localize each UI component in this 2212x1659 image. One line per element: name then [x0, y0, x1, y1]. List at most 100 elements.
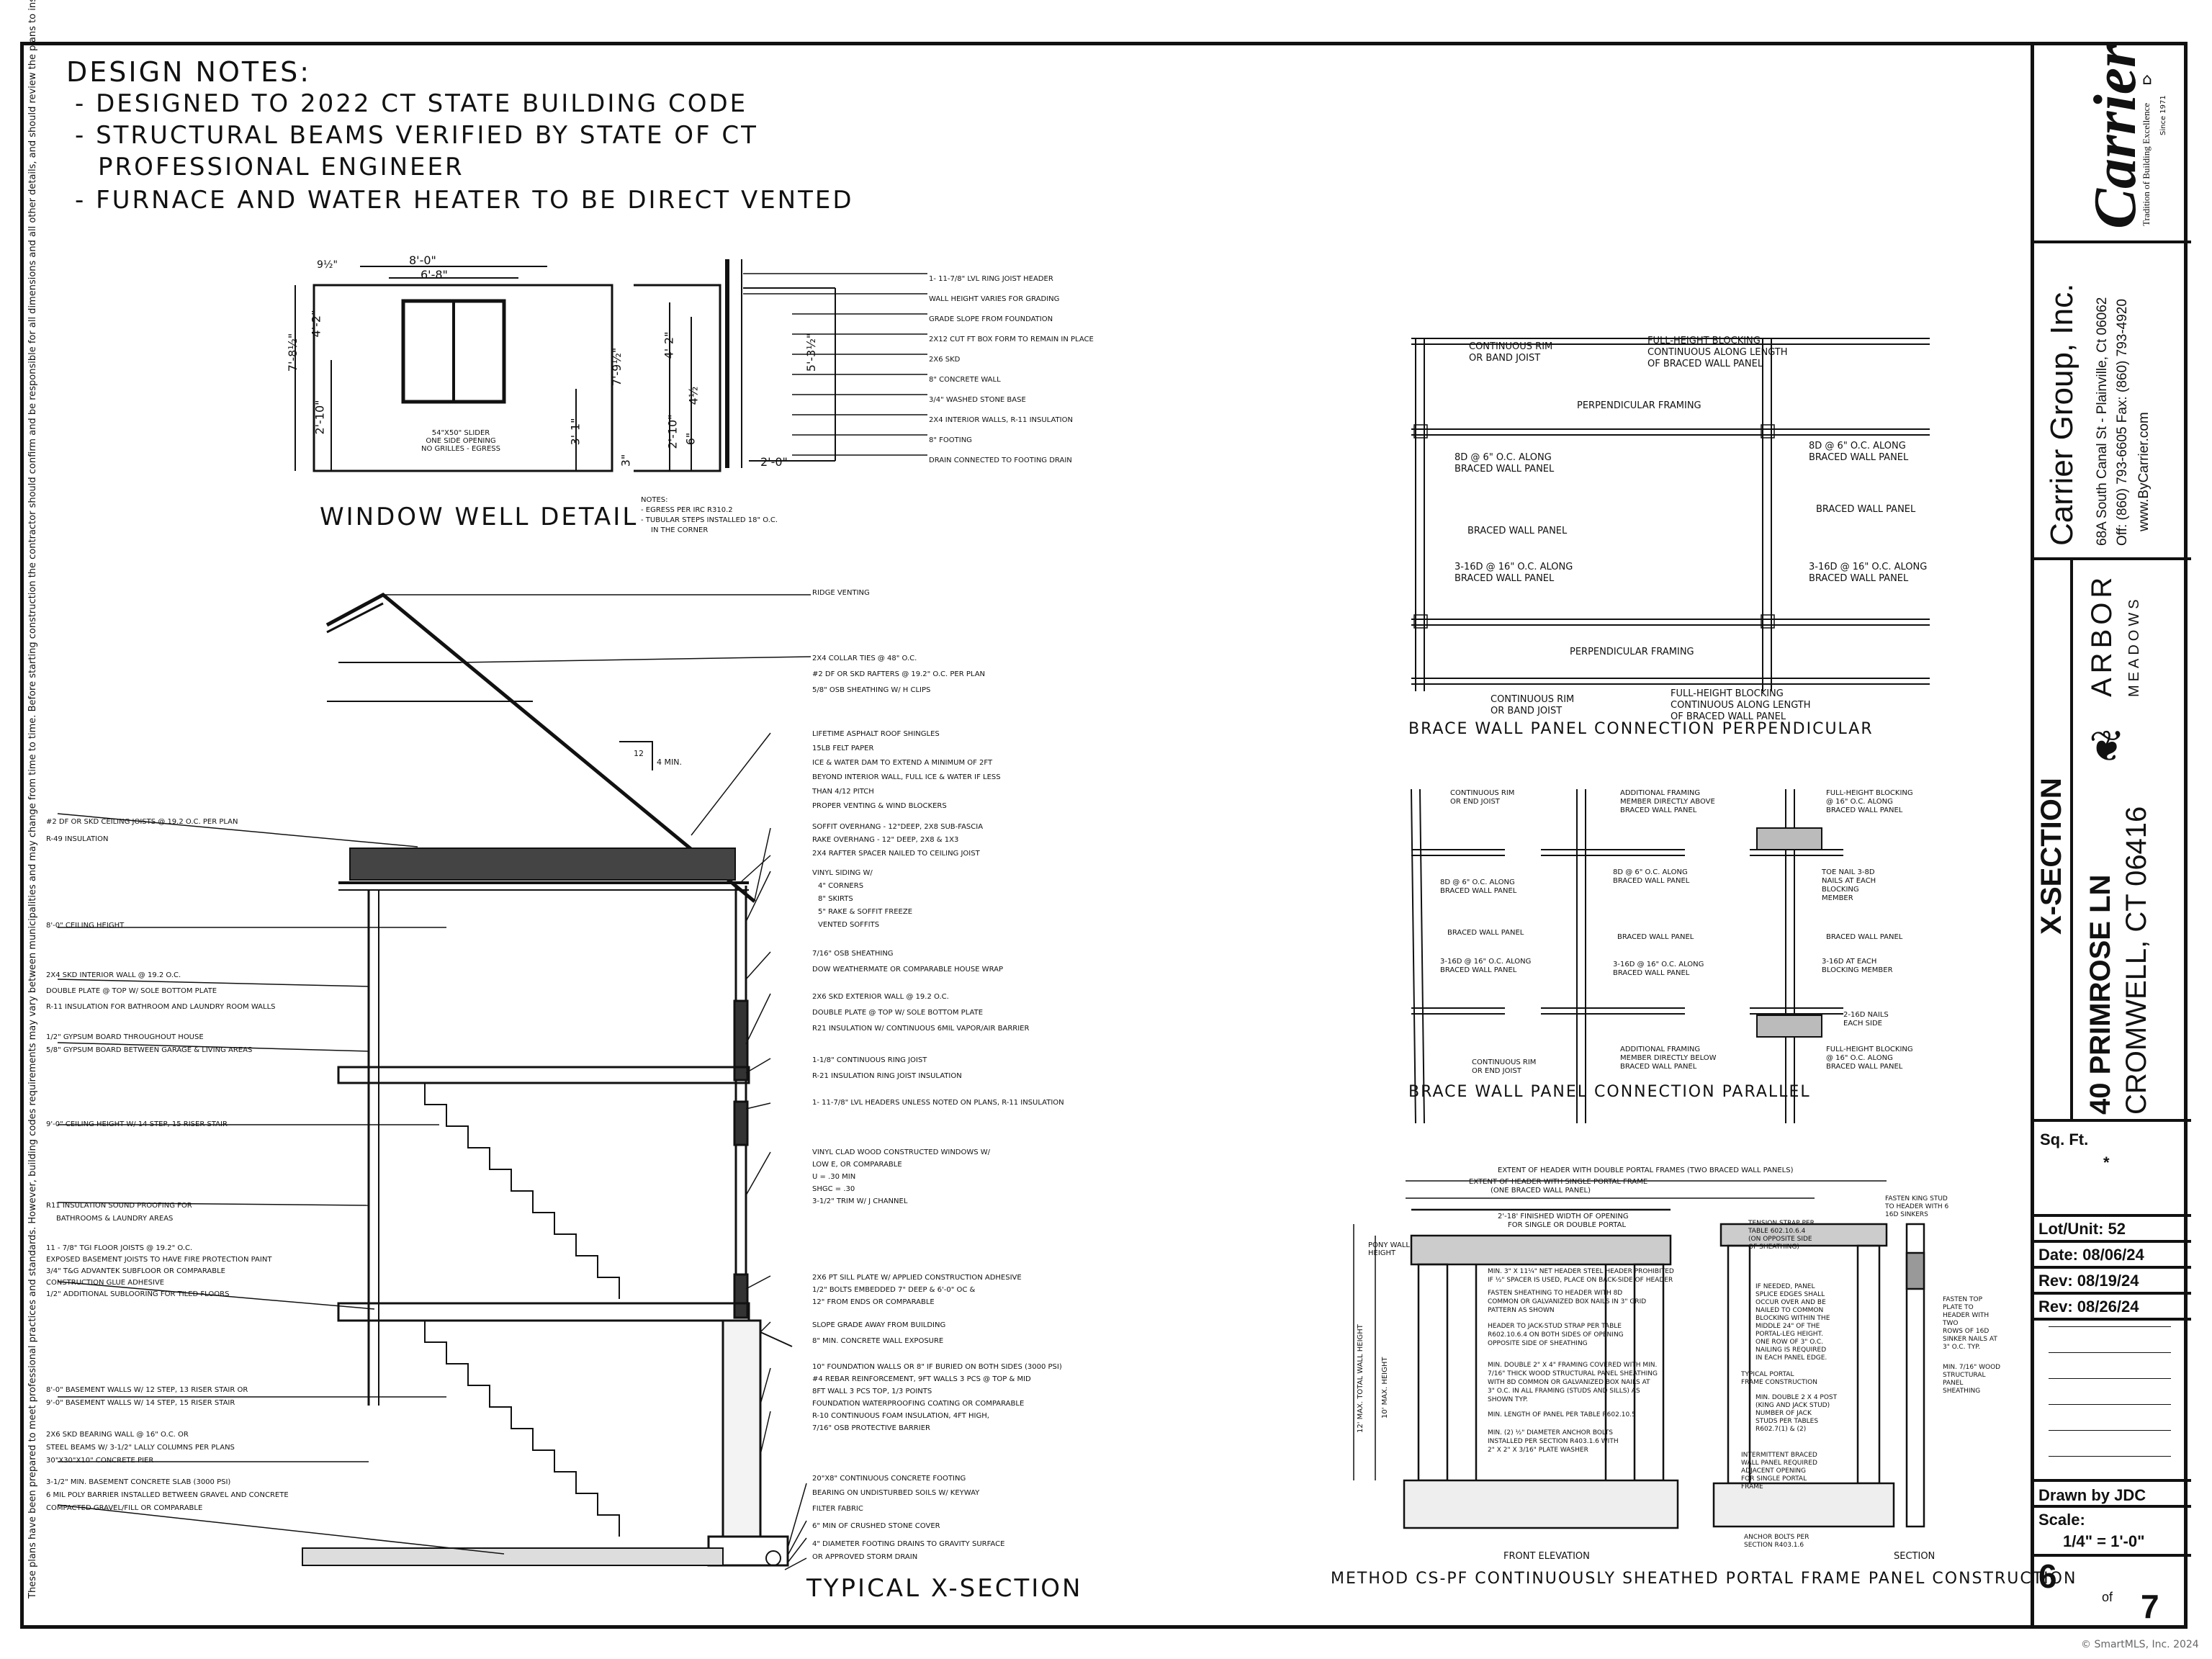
- sqft-value: *: [2103, 1154, 2110, 1172]
- bp-bwp-left: BRACED WALL PANEL: [1467, 526, 1568, 536]
- date-cell: Date: 08/06/24: [2034, 1243, 2191, 1269]
- ww-notes: NOTES: - EGRESS PER IRC R310.2 - TUBULAR…: [641, 496, 778, 534]
- sheet-number-cell: 6 of 7: [2034, 1557, 2191, 1629]
- pf-max-height: 10' MAX. HEIGHT: [1381, 1357, 1389, 1419]
- scale-cell: Scale: 1/4" = 1'-0": [2034, 1508, 2191, 1557]
- xs-l-floor-joists: 11 - 7/8" TGI FLOOR JOISTS @ 19.2" O.C.E…: [46, 1244, 272, 1298]
- sheet-of: of: [2102, 1590, 2113, 1604]
- bpar-c3-2: BRACED WALL PANEL: [1826, 933, 1903, 941]
- xs-r-soffit: SOFFIT OVERHANG - 12"DEEP, 2X8 SUB-FASCI…: [812, 823, 984, 844]
- window-well-section: [634, 284, 721, 472]
- ww-dim-4half: 4½: [686, 386, 701, 405]
- portal-section: SECTION: [1894, 1551, 1936, 1562]
- watermark: © SmartMLS, Inc. 2024: [2081, 1639, 2199, 1650]
- xs-l-ceiling-height: 8'-0" CEILING HEIGHT: [46, 922, 125, 930]
- first-floor-deck: [337, 1066, 750, 1084]
- xs-r-ridge: RIDGE VENTING: [812, 589, 870, 597]
- xs-r-foundation: 10" FOUNDATION WALLS OR 8" IF BURIED ON …: [812, 1363, 1062, 1408]
- xs-l-stair-height: 9'-0" CEILING HEIGHT W/ 14 STEP, 15 RISE…: [46, 1120, 228, 1128]
- xs-r-sill: 2X6 PT SILL PLATE W/ APPLIED CONSTRUCTIO…: [812, 1274, 1022, 1306]
- rev1-cell: Rev: 08/19/24: [2034, 1269, 2191, 1295]
- pf-dim-1: EXTENT OF HEADER WITH SINGLE PORTAL FRAM…: [1469, 1178, 1648, 1186]
- house-mark-icon: ⌂: [2142, 71, 2152, 89]
- bp-perp-1: PERPENDICULAR FRAMING: [1577, 400, 1701, 411]
- ww-dim-total-left: 7'-8½": [286, 333, 300, 372]
- revision-1: Rev: 08/19/24: [2038, 1272, 2139, 1290]
- ww-dim-upper-left: 4'-2": [309, 310, 323, 338]
- xs-r-windows: VINYL CLAD WOOD CONSTRUCTED WINDOWS W/LO…: [812, 1148, 991, 1205]
- arbor-logo-text: ARBOR: [2086, 572, 2118, 697]
- design-note-1: - DESIGNED TO 2022 CT STATE BUILDING COD…: [75, 89, 748, 118]
- drawn-by: Drawn by JDC: [2038, 1486, 2146, 1504]
- drawing-sheet-border: [20, 42, 2188, 1629]
- xs-l-interior-wall: 2X4 SKD INTERIOR WALL @ 19.2 O.C.DOUBLE …: [46, 971, 276, 1011]
- basement-ceiling-deck: [337, 1302, 750, 1322]
- pf-total-height: 12' MAX. TOTAL WALL HEIGHT: [1357, 1324, 1364, 1433]
- xs-l-basement-walls: 8'-0" BASEMENT WALLS W/ 12 STEP, 13 RISE…: [46, 1386, 248, 1407]
- project-street: 40 PRIMROSE LN: [2085, 874, 2116, 1115]
- ww-dim-width: 8'-0": [409, 253, 436, 267]
- basement-slab: [302, 1547, 724, 1566]
- scale-label: Scale:: [2038, 1511, 2085, 1529]
- leaf-logo-icon: ❦: [2089, 721, 2126, 772]
- ceiling-insulation: [349, 848, 736, 881]
- ww-callouts: 1- 11-7/8" LVL RING JOIST HEADER WALL HE…: [929, 275, 1094, 464]
- pitch-rise: 4 MIN.: [657, 757, 682, 767]
- carrier-logo-text: Carrier: [2082, 44, 2149, 229]
- project-city: CROMWELL, CT 06416: [2121, 806, 2152, 1115]
- pf-c-0: MIN. 3" x 11¼" NET HEADER STEEL HEADER P…: [1488, 1268, 1674, 1284]
- lot-cell: Lot/Unit: 52: [2034, 1217, 2191, 1243]
- ww-dim-opening: 6'-8": [421, 268, 448, 282]
- title-block: Carrier Tradition of Building Excellence…: [2031, 42, 2191, 1629]
- xs-r-foam: R-10 CONTINUOUS FOAM INSULATION, 4FT HIG…: [812, 1412, 989, 1432]
- brace-perp-title: BRACE WALL PANEL CONNECTION PERPENDICULA…: [1408, 720, 1874, 738]
- revision-2: Rev: 08/26/24: [2038, 1298, 2139, 1316]
- pitch-run: 12: [634, 749, 644, 758]
- lot-unit: Lot/Unit: 52: [2038, 1220, 2126, 1238]
- upper-stair: [410, 1082, 620, 1299]
- sheet-number: 6: [2038, 1557, 2057, 1595]
- brace-perp-diagram: [1411, 338, 1930, 691]
- xs-r-headers: 1- 11-7/8" LVL HEADERS UNLESS NOTED ON P…: [812, 1099, 1064, 1107]
- bp-perp-2: PERPENDICULAR FRAMING: [1570, 647, 1694, 657]
- company-name: Carrier Group, Inc.: [2044, 283, 2080, 546]
- foundation-wall: [721, 1319, 762, 1538]
- xs-r-spacer: 2x4 RAFTER SPACER NAILED TO CEILING JOIS…: [812, 850, 980, 858]
- bpar-c1-2: BRACED WALL PANEL: [1447, 929, 1524, 937]
- xs-r-extwall: 2X6 SKD EXTERIOR WALL @ 19.2 O.C.DOUBLE …: [812, 993, 1030, 1033]
- portal-title: METHOD CS-PF CONTINUOUSLY SHEATHED PORTA…: [1331, 1570, 2077, 1588]
- ww-dim-6in: 6": [683, 432, 698, 446]
- ww-window-label: 54"x50" SLIDER ONE SIDE OPENING NO GRILL…: [421, 429, 500, 453]
- company-address: 68A South Canal St - Plainville, Ct 0606…: [2095, 297, 2110, 546]
- window-well-title: WINDOW WELL DETAIL: [320, 503, 639, 531]
- scale-value: 1/4" = 1'-0": [2063, 1532, 2145, 1550]
- ww-dim-sill: 3'-1": [568, 418, 583, 446]
- ww-dim-lower-right: 2'-10": [665, 414, 680, 449]
- xs-l-slab: 3-1/2" MIN. BASEMENT CONCRETE SLAB (3000…: [46, 1478, 289, 1512]
- design-note-3: - FURNACE AND WATER HEATER TO BE DIRECT …: [75, 186, 854, 215]
- portal-frame-diagram: [1353, 1180, 1925, 1529]
